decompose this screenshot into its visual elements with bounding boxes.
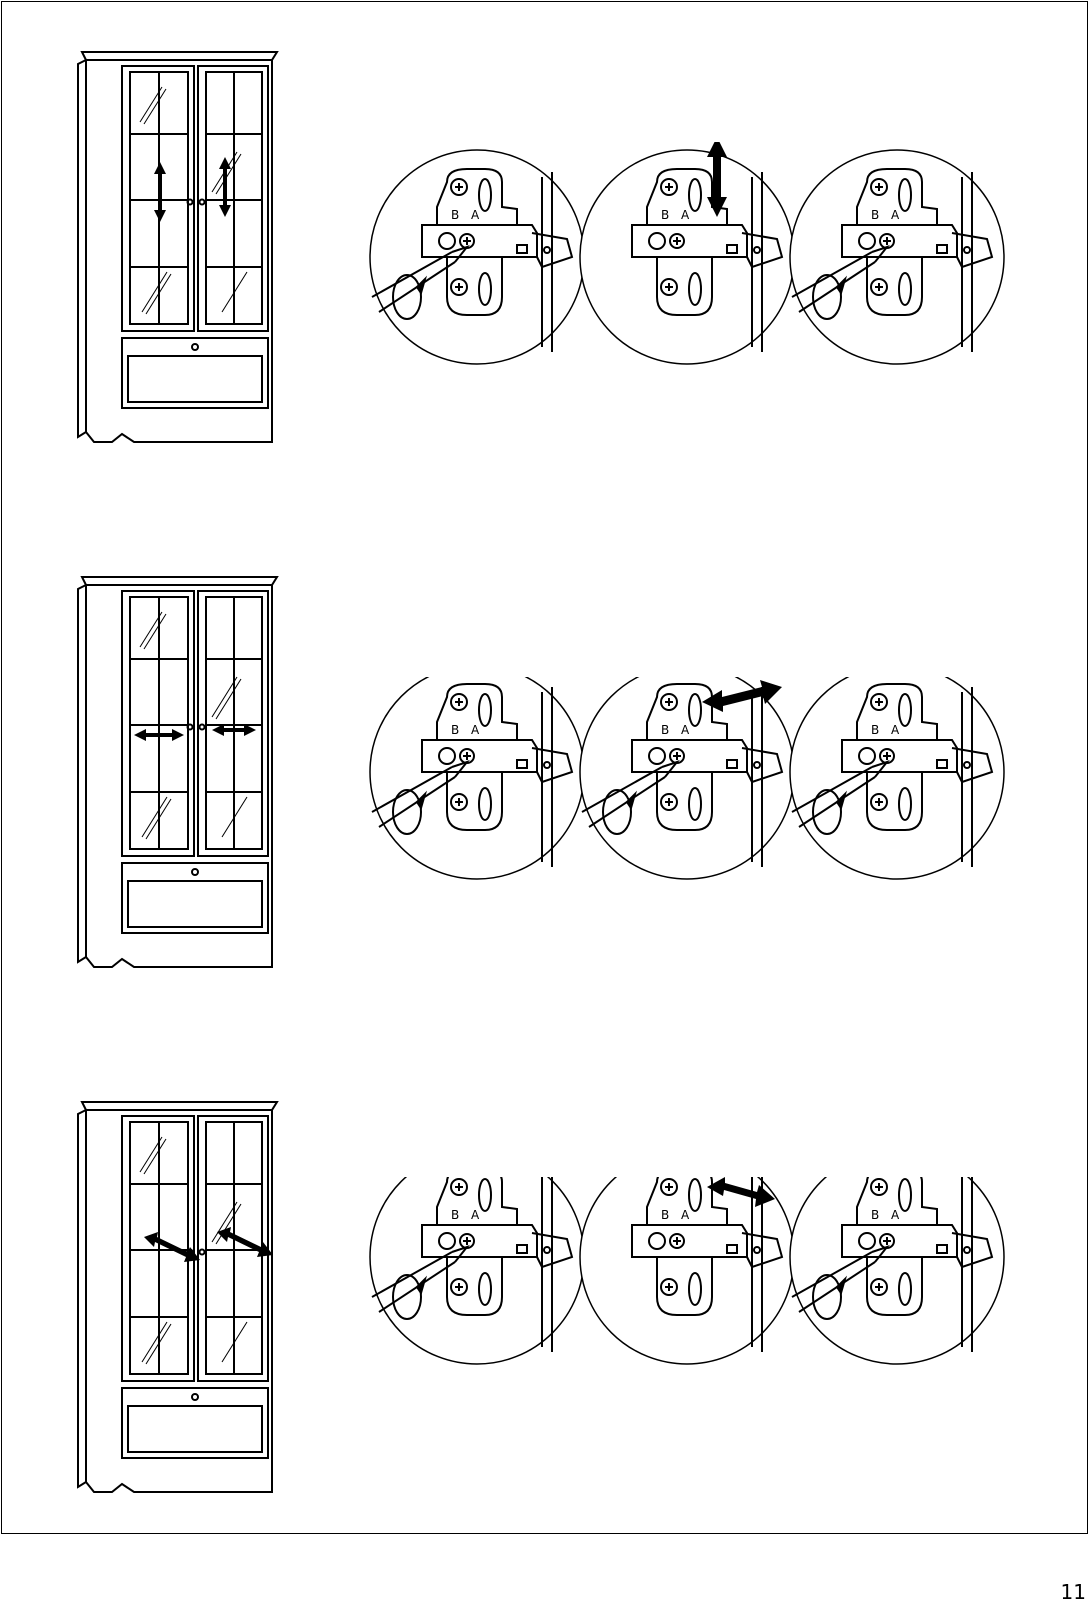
hinge-plate-icon	[580, 142, 794, 364]
hinge-detail-row-lateral	[367, 677, 1087, 917]
cabinet-icon	[72, 567, 292, 987]
page-number: 11	[1061, 1580, 1086, 1604]
hinge-plate-icon	[580, 1177, 794, 1364]
cabinet-icon	[72, 42, 292, 462]
page-frame	[1, 1, 1088, 1534]
hinge-plate-icon	[370, 1177, 584, 1364]
hinge-plate-icon	[580, 677, 794, 879]
cabinet-illustration-lateral	[72, 567, 292, 987]
hinge-plate-icon	[370, 150, 584, 364]
hinge-detail-row-depth	[367, 1177, 1087, 1417]
up-down-arrow-icon	[154, 157, 231, 222]
hinge-detail-row-vertical	[367, 142, 1087, 382]
cabinet-illustration-vertical	[72, 42, 292, 462]
hinge-plate-icon	[790, 1177, 1004, 1364]
hinge-plate-icon	[790, 150, 1004, 364]
hinge-plate-icon	[790, 677, 1004, 879]
diagonal-arrow-icon	[144, 1227, 273, 1262]
cabinet-illustration-depth	[72, 1092, 292, 1512]
cabinet-icon	[72, 1092, 292, 1512]
hinge-plate-icon	[370, 677, 584, 879]
